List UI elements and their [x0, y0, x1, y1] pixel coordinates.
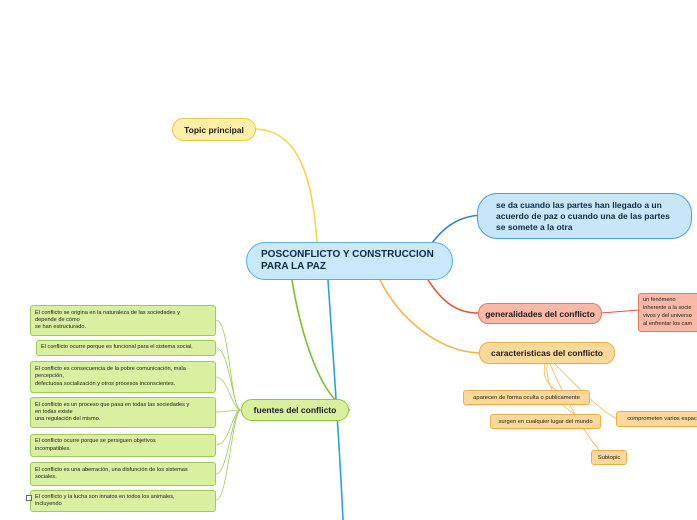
edge-generalidades-detail — [600, 309, 641, 314]
fuente-item[interactable]: El conflicto ocurre porque se persiguen … — [30, 434, 216, 457]
fuente-item[interactable]: El conflicto es un proceso que pasa en t… — [30, 397, 216, 428]
generalidades-detail-node[interactable]: un fenómeno inherente a la socie vivos y… — [638, 293, 697, 332]
edge-caracteristicas — [379, 279, 481, 354]
edge-generalidades — [424, 274, 479, 314]
fuente-item[interactable]: El conflicto ocurre porque es funcional … — [36, 340, 216, 356]
subtopic-node[interactable]: Subtopic — [591, 450, 627, 465]
topic-principal-node[interactable]: Topic principal — [172, 118, 256, 141]
edge-fuentes — [291, 279, 351, 411]
fuentes-node[interactable]: fuentes del conflicto — [241, 399, 349, 421]
fuente-item[interactable]: El conflicto es una aberración, una disf… — [30, 462, 216, 486]
fuente-item[interactable]: El conflicto y la lucha son innatos en t… — [30, 490, 216, 512]
collapse-checkbox-icon[interactable] — [26, 495, 32, 501]
edge-fuentes-leaves — [215, 319, 242, 501]
fuente-item[interactable]: El conflicto se origina en la naturaleza… — [30, 305, 216, 336]
edge-topic-principal — [254, 128, 319, 263]
edge-down — [327, 279, 344, 520]
caracteristicas-node[interactable]: caracteristicas del conflicto — [479, 342, 615, 364]
definicion-node[interactable]: se da cuando las partes han llegado a un… — [477, 193, 692, 239]
edge-car-4 — [549, 363, 601, 452]
fuente-item[interactable]: El conflicto es consecuencia de la pobre… — [30, 361, 216, 393]
caracteristica-item[interactable]: surgen en cualquier lugar del mundo — [490, 414, 601, 429]
central-topic[interactable]: POSCONFLICTO Y CONSTRUCCION PARA LA PAZ — [246, 242, 453, 280]
generalidades-node[interactable]: generalidades del conflicto — [478, 303, 602, 324]
caracteristica-item[interactable]: aparecen de forma oculta o publicamente — [463, 390, 590, 405]
caracteristica-item[interactable]: comprometen varios espac — [616, 411, 697, 427]
